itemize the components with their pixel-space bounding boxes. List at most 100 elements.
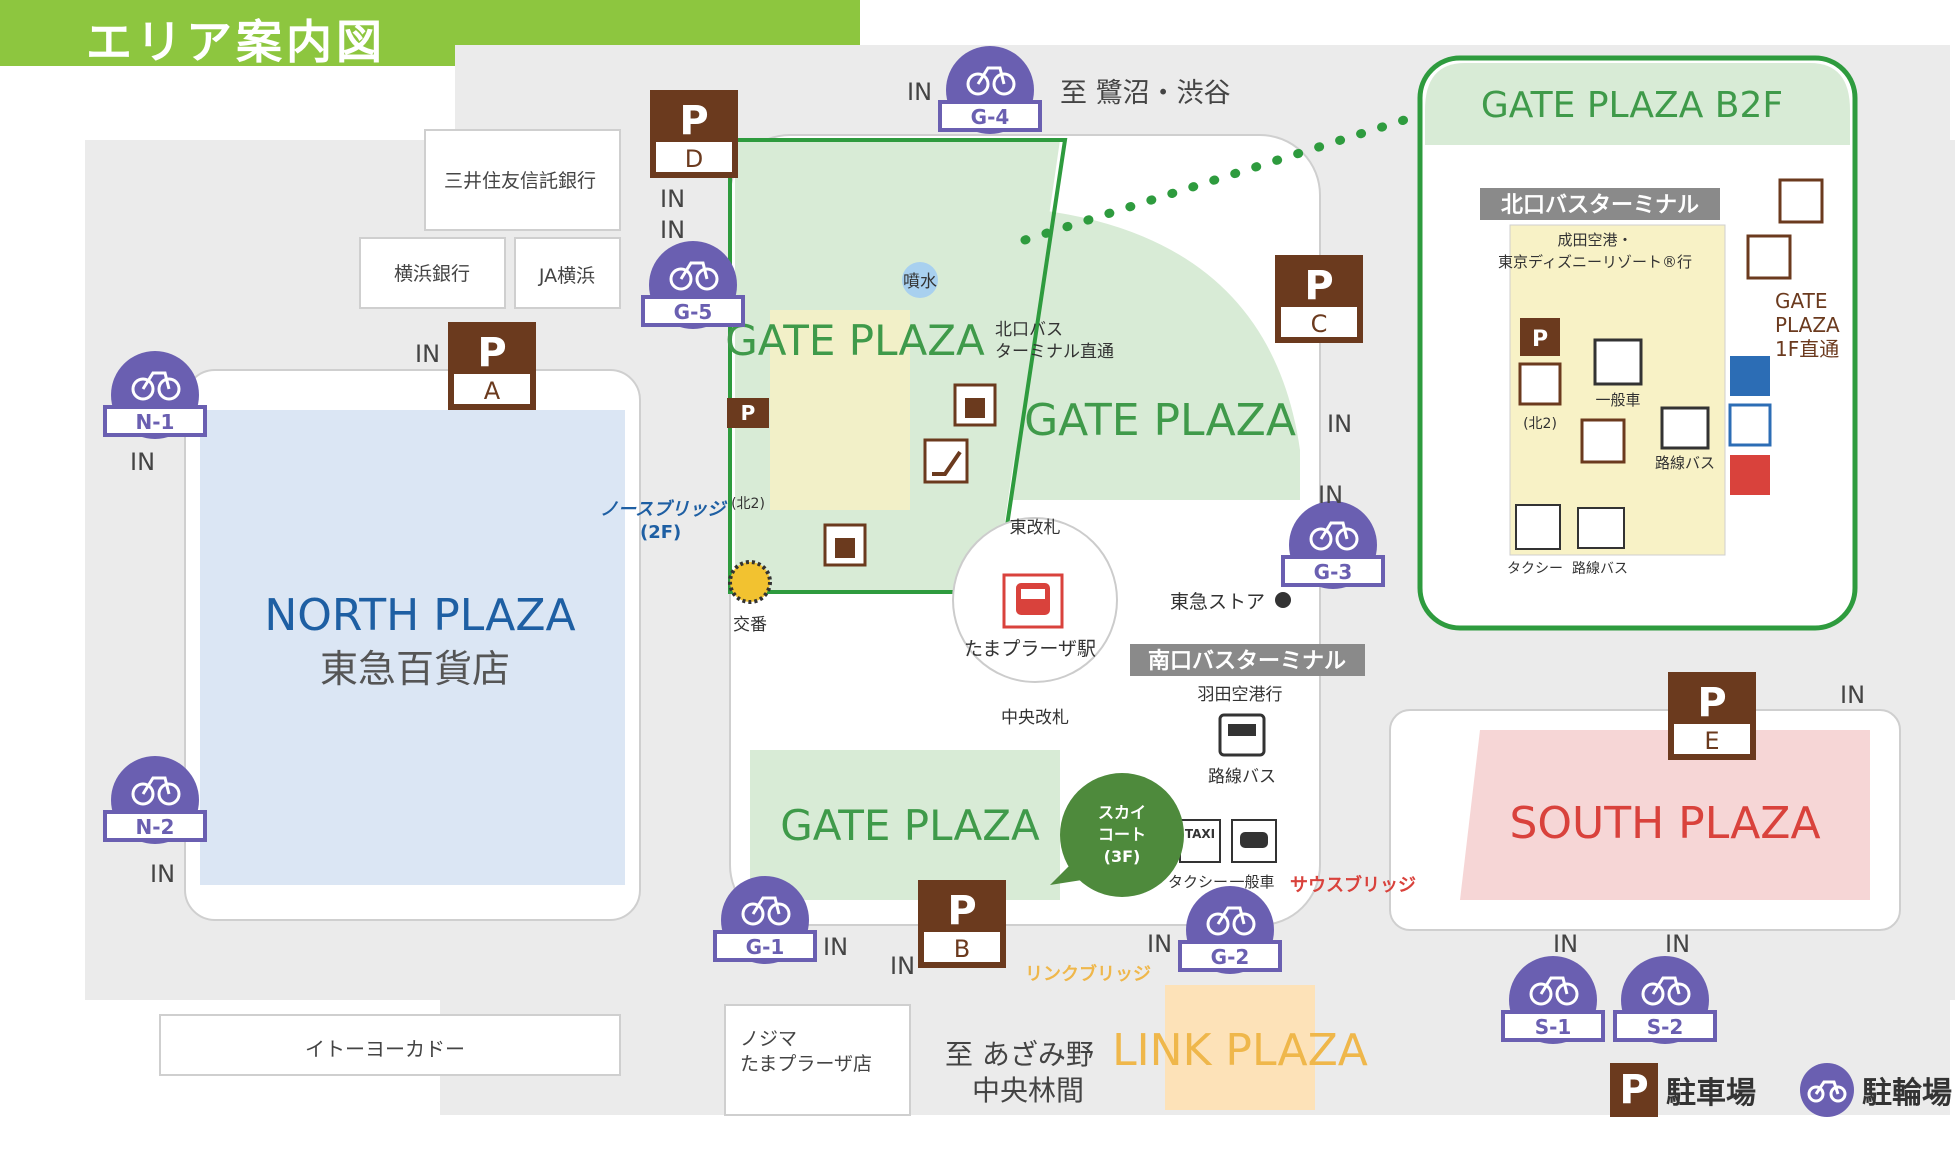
police-box-icon [728, 560, 772, 604]
bicycle-wheel-back [1529, 982, 1553, 1006]
car-icon [1593, 338, 1643, 386]
building-ja [514, 237, 621, 309]
bicycle-id-bg [641, 295, 745, 327]
train-icon [1002, 573, 1064, 629]
central-gate-label: 中央改札 [1001, 708, 1069, 728]
sky-court-badge [1060, 773, 1184, 897]
bicycle-frame [751, 896, 781, 915]
bicycle-wheel-front [1667, 982, 1691, 1006]
north-terminal-direct-label-2: ターミナル直通 [995, 342, 1114, 362]
bicycle-parking-g-4: G-4 [938, 46, 1042, 134]
entrance-in-label: IN [1840, 681, 1865, 709]
car-icon [1231, 819, 1277, 863]
bicycle-wheel-front [767, 902, 791, 926]
link-plaza-area [1165, 985, 1315, 1110]
bicycle-id-bg [1178, 940, 1282, 972]
bicycle-frame [976, 66, 1006, 85]
escalator-icon [1746, 234, 1792, 280]
inset-route-bus-label: 路線バス [1655, 454, 1715, 472]
building-nojima [724, 1004, 911, 1116]
building-yokohama [359, 237, 506, 309]
parking-icon: P [1610, 1063, 1658, 1117]
bus-icon [1218, 713, 1266, 757]
bicycle-id-bg [713, 930, 817, 962]
taxi-icon: TAXI [1179, 819, 1221, 863]
inset-terminal-label: 北口バスターミナル [1501, 193, 1699, 218]
entrance-in-label: IN [1147, 930, 1172, 958]
bicycle-id-label: N-2 [136, 815, 175, 839]
entrance-in-label: IN [907, 78, 932, 106]
parking-label-bg [656, 142, 732, 172]
bicycle-id-bg [1613, 1010, 1717, 1042]
bicycle-parking-g-3: G-3 [1281, 501, 1385, 589]
parking-letter: P [1697, 680, 1726, 726]
entrance-in-label: IN [660, 185, 685, 213]
bicycle-id-label: N-1 [136, 410, 175, 434]
bicycle-id-bg [1281, 555, 1385, 587]
fountain-icon [902, 262, 938, 298]
south-terminal-header [1130, 644, 1365, 676]
south-plaza-label: SOUTH PLAZA [1509, 798, 1820, 849]
parking-lot-label: B [954, 935, 970, 963]
bicycle-wheel-back [131, 377, 155, 401]
bicycle-wheel-back [1641, 982, 1665, 1006]
elevator-icon [823, 523, 867, 567]
bicycle-wheel-back [1309, 527, 1333, 551]
inset-taxi-label: タクシー [1507, 561, 1563, 577]
gate-plaza-south-area [750, 750, 1060, 900]
bicycle-wheel-back [966, 72, 990, 96]
parking-icon [1520, 318, 1560, 356]
bicycle-id-label: G-5 [674, 300, 713, 324]
inset-title: GATE PLAZA B2F [1481, 85, 1783, 126]
north-plaza-store-label: 東急百貨店 [320, 647, 510, 691]
entrance-in-label: IN [1327, 410, 1352, 438]
direction-south-2: 中央林間 [972, 1074, 1084, 1107]
bicycle-parking-s-2: S-2 [1613, 956, 1717, 1044]
legend-bicycle: 駐輪場 [1800, 1060, 1952, 1120]
inset-route-bus-label-2: 路線バス [1572, 561, 1628, 577]
bicycle-parking-s-1: S-1 [1501, 956, 1605, 1044]
bicycle-frame [1216, 906, 1246, 925]
sky-court-pointer [1050, 860, 1082, 885]
bicycle-id-bg [103, 405, 207, 437]
bicycle-frame [141, 776, 171, 795]
legend-parking-label: 駐車場 [1666, 1076, 1756, 1111]
bicycle-wheel-back [741, 902, 765, 926]
bicycle-parking-g-2: G-2 [1178, 886, 1282, 974]
bicycle-parking-g-1: G-1 [713, 876, 817, 964]
bicycle-wheel-front [1232, 912, 1256, 936]
entrance-in-label: IN [1553, 930, 1578, 958]
parking-lot-label: E [1704, 727, 1719, 755]
direction-north: 至 鷺沼・渋谷 [1060, 78, 1231, 109]
bicycle-wheel-front [1335, 527, 1359, 551]
entrance-in-label: IN [1665, 930, 1690, 958]
parking-marker-c: PC [1275, 255, 1363, 343]
page-title: エリア案内図 [86, 15, 386, 69]
koban-label: 交番 [733, 615, 767, 635]
gate-plaza-label-3: GATE PLAZA [780, 801, 1040, 850]
bicycle-id-label: G-3 [1314, 560, 1353, 584]
bicycle-icon [1800, 1063, 1854, 1117]
inset-parking-sign: P [1532, 327, 1548, 352]
inset-general-car-label: 一般車 [1595, 391, 1640, 409]
parking-marker-d: PD [650, 90, 738, 178]
bus-icon [1577, 507, 1625, 549]
men-restroom-icon [1730, 356, 1770, 396]
bicycle-id-label: S-2 [1647, 1015, 1684, 1039]
parking-icon [727, 398, 769, 428]
bicycle-wheel-back [1206, 912, 1230, 936]
south-plaza-area [1460, 730, 1870, 900]
inset-kita2-label: (北2) [1523, 416, 1557, 432]
bicycle-wheel-front [1555, 982, 1579, 1006]
parking-marker-e: PE [1668, 672, 1756, 760]
parking-label-bg [1674, 724, 1750, 754]
elevator-icon [1518, 362, 1562, 406]
bicycle-parking-n-2: N-2 [103, 756, 207, 844]
parking-lot-label: C [1311, 310, 1328, 338]
parking-mini-sign: P [741, 401, 756, 425]
inset-dest-1: 成田空港・ [1557, 231, 1632, 249]
entrance-in-label: IN [660, 216, 685, 244]
